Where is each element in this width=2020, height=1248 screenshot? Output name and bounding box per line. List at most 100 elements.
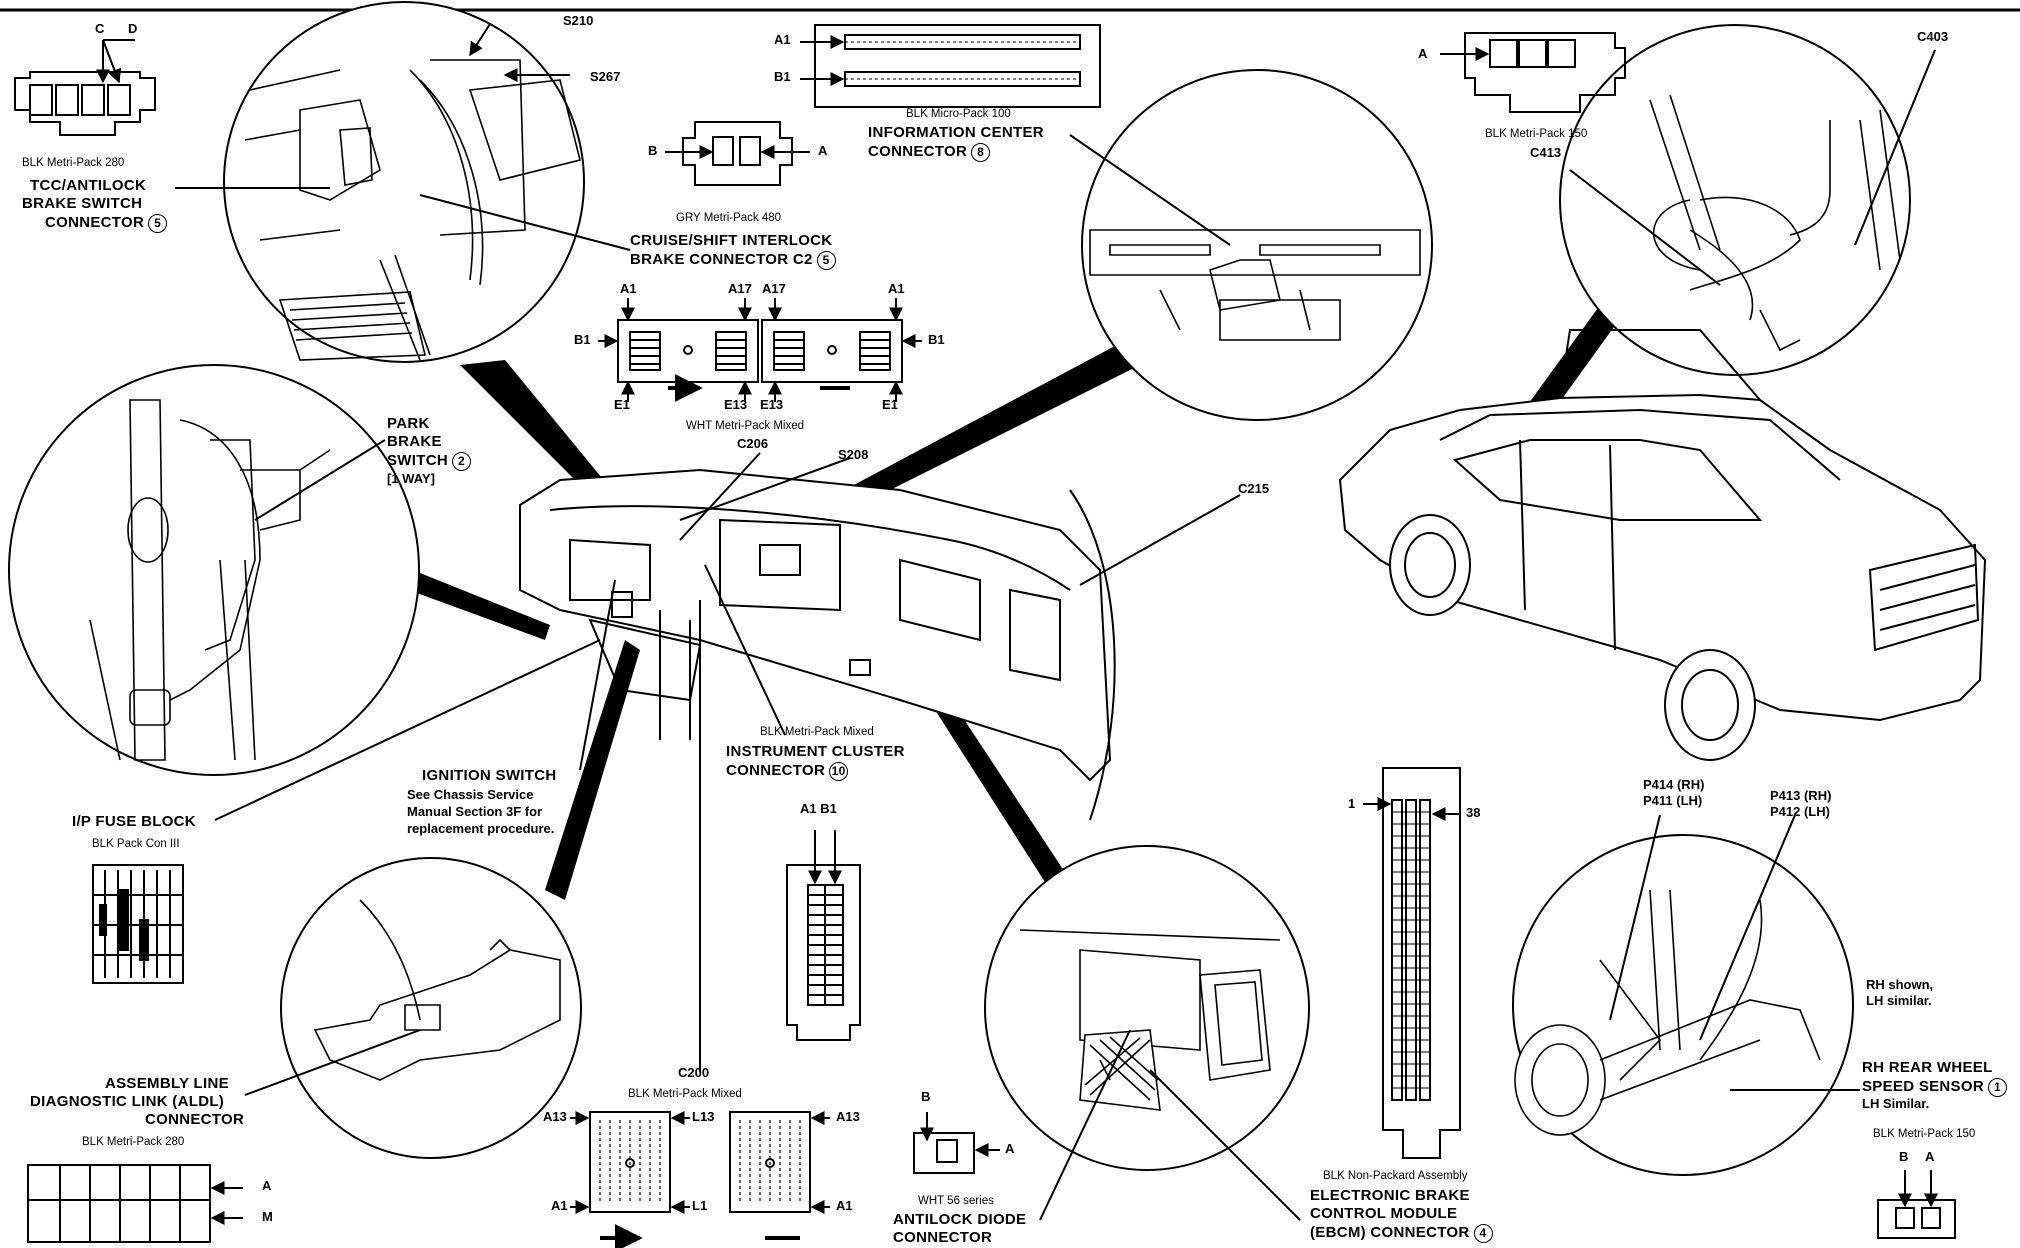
c413-pack-label: BLK Metri-Pack 150 [1485, 128, 1588, 140]
ipfuse-leader [214, 639, 601, 821]
info-pin-b1-label: B1 [774, 69, 791, 84]
aldl-leader [244, 1029, 421, 1096]
cruise-connector-face [665, 121, 810, 186]
diode-pin-a-label: A [1005, 1141, 1015, 1156]
park-line1: PARK [387, 415, 430, 432]
c403-label: C403 [1917, 29, 1949, 44]
tcc-name-line2: BRAKE SWITCH [22, 195, 143, 212]
diode-connector-face [913, 1112, 1000, 1174]
rh-shown-label: RH shown, [1866, 977, 1934, 992]
aldl-pin-a-label: A [262, 1178, 272, 1193]
park-line4: [1 WAY] [387, 471, 435, 486]
ic-connector-face [786, 830, 861, 1041]
ebcm-name-line2: CONTROL MODULE [1310, 1205, 1458, 1222]
info-center-connector-face [800, 24, 1101, 108]
c206-a17-right-label: A17 [762, 281, 786, 296]
c200-a1-left-label: A1 [551, 1198, 568, 1213]
aldl-connector-face [27, 1164, 243, 1243]
diode-leader [1039, 1029, 1131, 1221]
c413-pin-a-label: A [1418, 46, 1428, 61]
tcc-name-line1: TCC/ANTILOCK [30, 177, 147, 194]
info-center-detail-circle [1081, 69, 1433, 421]
ignition-note2: Manual Section 3F for [407, 804, 543, 819]
dashboard-sketch [519, 468, 1116, 821]
ws-pin-a-label: A [1925, 1149, 1935, 1164]
s208-label: S208 [838, 447, 869, 462]
c206-leader [679, 452, 761, 541]
c200-a1-right-label: A1 [836, 1198, 853, 1213]
ebcm-connector-face [1363, 767, 1461, 1159]
c206-a1-left-label: A1 [620, 281, 637, 296]
c206-a17-left-label: A17 [728, 281, 752, 296]
ipfuse-block-face [92, 864, 184, 984]
info-name-line1: INFORMATION CENTER [868, 124, 1044, 141]
ipfuse-title: I/P FUSE BLOCK [72, 813, 196, 830]
ignition-title: IGNITION SWITCH [422, 767, 557, 784]
c206-pack-label: WHT Metri-Pack Mixed [686, 420, 804, 432]
cruise-name-line1: CRUISE/SHIFT INTERLOCK [630, 232, 833, 249]
aldl-name-line2: DIAGNOSTIC LINK (ALDL) [30, 1093, 225, 1110]
ic-leader [704, 564, 786, 736]
ebcm-detail-circle [984, 845, 1310, 1171]
c206-e1-right-label: E1 [882, 397, 898, 412]
ws-number-badge: 1 [1987, 1078, 2007, 1097]
ipfuse-pack-label: BLK Pack Con III [92, 838, 180, 850]
ws-note: LH Similar. [1862, 1096, 1930, 1111]
cruise-pin-a-label: A [818, 143, 828, 158]
ws-pack-label: BLK Metri-Pack 150 [1873, 1128, 1976, 1140]
ebcm-pin-38-label: 38 [1466, 805, 1481, 820]
tcc-connector-face [14, 39, 156, 136]
info-center-leader [1069, 134, 1231, 246]
cruise-leader [419, 194, 631, 251]
ebcm-pack-label: BLK Non-Packard Assembly [1323, 1170, 1468, 1182]
aldl-pack-label: BLK Metri-Pack 280 [82, 1136, 185, 1148]
ic-number-badge: 10 [829, 762, 849, 781]
c200-connector-face [570, 1111, 830, 1248]
info-center-sketch [1089, 229, 1421, 341]
ignition-note3: replacement procedure. [407, 821, 555, 836]
p414-leader [1609, 814, 1661, 1021]
c200-a13-right-label: A13 [836, 1109, 860, 1124]
tcc-number-badge: 5 [148, 214, 168, 233]
s210-leader [469, 23, 491, 57]
tcc-pin-c-label: C [95, 21, 105, 36]
ebcm-number-badge: 4 [1473, 1224, 1493, 1243]
brake-pedal-detail-circle [223, 1, 585, 363]
aldl-detail-circle [280, 857, 582, 1159]
c206-b1-right-label: B1 [928, 332, 945, 347]
info-pin-a1-label: A1 [774, 32, 791, 47]
wheel-sensor-sketch [1514, 889, 1821, 1136]
c215-leader [1079, 494, 1241, 586]
c403-leader [1854, 49, 1936, 246]
ignition-leader [579, 579, 616, 771]
park-brake-sketch [89, 399, 331, 761]
s210-label: S210 [563, 13, 594, 28]
info-number-badge: 8 [971, 143, 991, 162]
c215-label: C215 [1238, 481, 1270, 496]
ebcm-sketch [1019, 929, 1281, 1111]
c206-a1-right-label: A1 [888, 281, 905, 296]
c200-l1-label: L1 [692, 1198, 708, 1213]
s208-leader [679, 457, 851, 521]
ebcm-leader [1149, 1069, 1301, 1221]
c200-l13-label: L13 [692, 1109, 715, 1124]
park-number-badge: 2 [451, 452, 471, 471]
p413-label: P413 (RH) [1770, 788, 1832, 803]
info-pack-label: BLK Micro-Pack 100 [906, 108, 1011, 120]
ebcm-name-line1: ELECTRONIC BRAKE [1310, 1187, 1470, 1204]
ignition-note1: See Chassis Service [407, 787, 534, 802]
diode-pack-label: WHT 56 series [918, 1195, 994, 1207]
c403-sketch [1649, 94, 1901, 352]
c413-label: C413 [1530, 145, 1562, 160]
aldl-pin-m-label: M [262, 1209, 273, 1224]
ws-name-line1: RH REAR WHEEL [1862, 1059, 1993, 1076]
park-line2: BRAKE [387, 433, 442, 450]
diode-name-line1: ANTILOCK DIODE [893, 1211, 1027, 1228]
